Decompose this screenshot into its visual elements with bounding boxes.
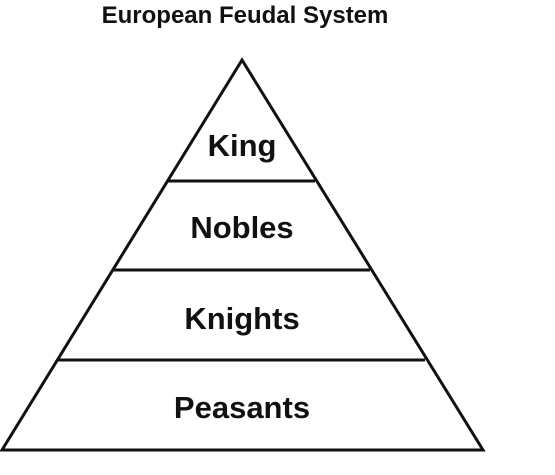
tier-label-king: King — [208, 128, 277, 163]
tier-label-knights: Knights — [184, 301, 299, 336]
diagram-title: European Feudal System — [101, 2, 389, 29]
tier-label-nobles: Nobles — [190, 210, 293, 245]
pyramid-outline — [0, 57, 486, 452]
tier-label-peasants: Peasants — [174, 390, 310, 425]
